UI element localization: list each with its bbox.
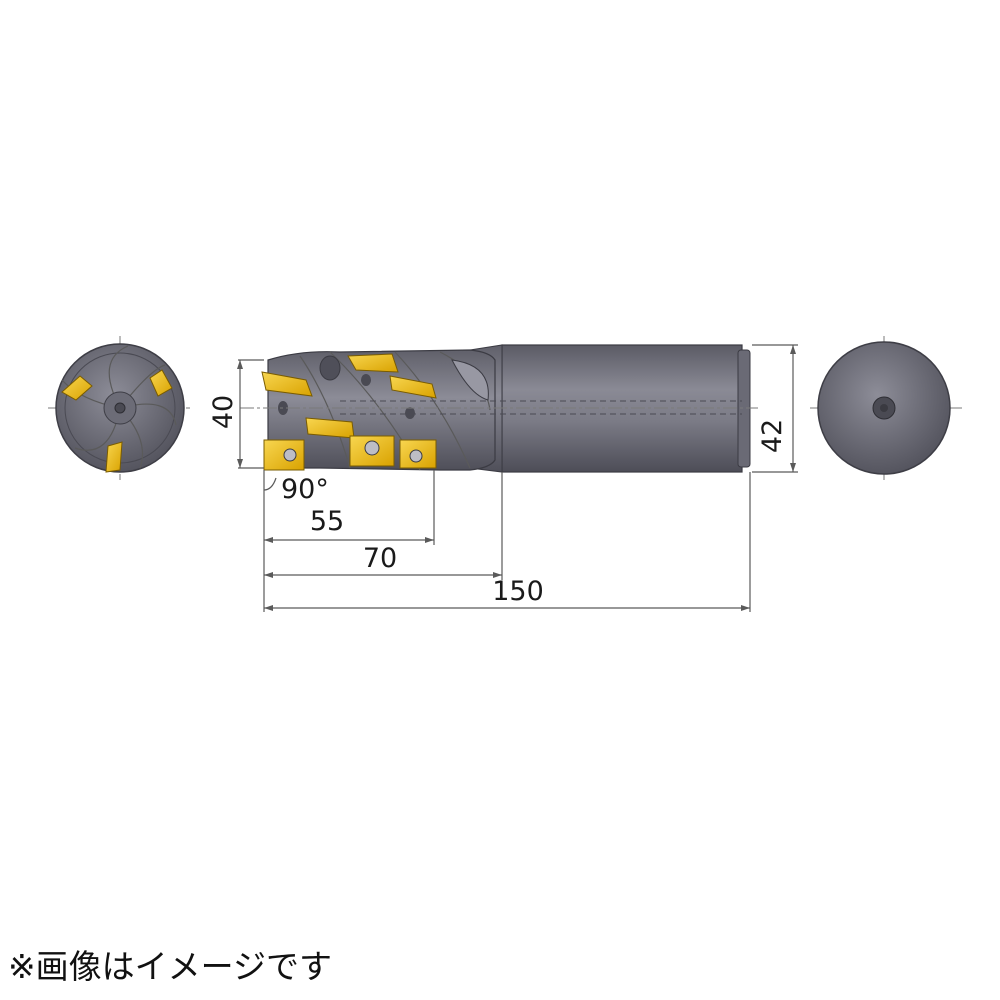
- insert-upper-left: [261, 371, 313, 397]
- side-view: [240, 344, 758, 473]
- insert-bottom-2: [349, 435, 395, 467]
- dim-insert-length: 55: [310, 506, 344, 537]
- front-end-view: [48, 336, 190, 480]
- image-disclaimer: ※画像はイメージです: [8, 947, 332, 986]
- dim-cutting-diameter: 40: [208, 395, 239, 429]
- front-view-coolant-hole: [114, 402, 126, 414]
- dim-lead-angle: 90°: [281, 474, 329, 505]
- dim-flute-length: 70: [363, 543, 397, 574]
- insert-top-2: [389, 375, 437, 399]
- insert-top-1: [347, 353, 399, 373]
- insert-bottom-1: [263, 439, 305, 471]
- front-view-insert-2: [149, 369, 173, 397]
- rear-end-view: [810, 336, 962, 480]
- dim-shank-diameter: 42: [757, 419, 788, 453]
- front-view-insert-1: [61, 375, 93, 401]
- insert-bottom-3: [399, 439, 437, 469]
- dimension-lines: [237, 344, 798, 612]
- front-view-insert-3: [105, 441, 123, 473]
- dim-overall-length: 150: [492, 576, 544, 607]
